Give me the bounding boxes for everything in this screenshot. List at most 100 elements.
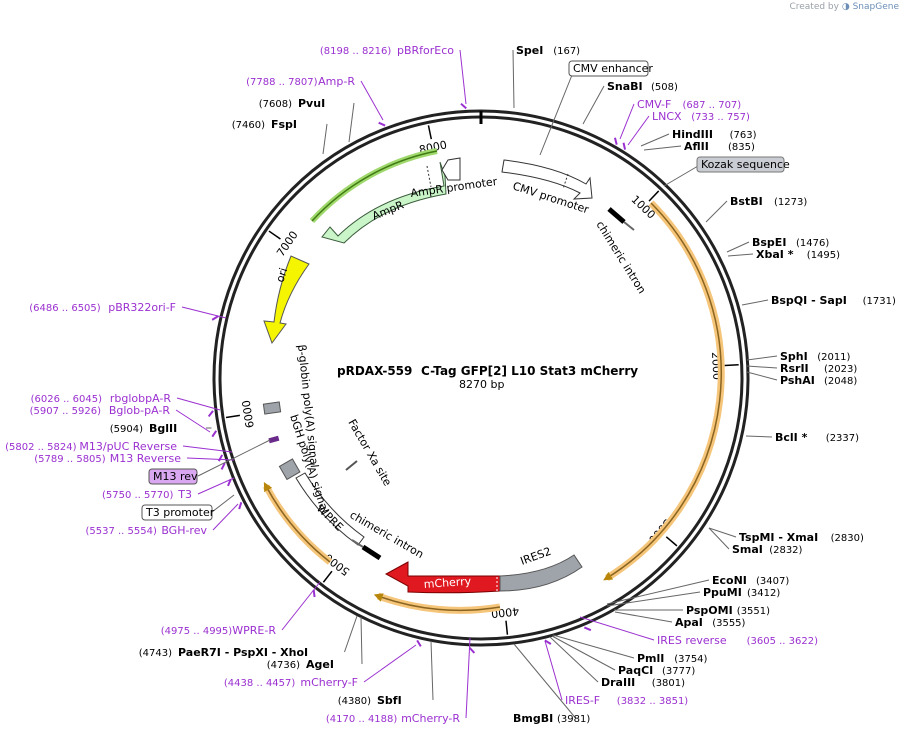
enzyme-leader [745, 435, 773, 438]
enzyme-leader [708, 527, 730, 550]
enzyme-position: (1495) [807, 250, 840, 261]
enzyme-leader [746, 365, 778, 369]
enzyme-leader [741, 299, 769, 306]
enzyme-leader [360, 616, 363, 665]
enzyme-name: BmgBI [513, 712, 553, 725]
primer-range: (3832 .. 3851) [617, 696, 689, 707]
primer-range: (5789 .. 5805) [34, 454, 106, 465]
chimeric-intron-top-label: chimeric intron [593, 219, 648, 296]
enzyme-name: PmlI [637, 652, 664, 665]
enzyme-position: (3777) [662, 666, 695, 677]
wpre-feature [295, 472, 365, 546]
enzyme-position: (3412) [747, 588, 780, 599]
enzyme-name: BspQI - SapI [771, 294, 847, 307]
primer-leader [197, 477, 235, 495]
primer-name: IRES-F [565, 694, 600, 707]
primer-range: (5802 .. 5824) [5, 442, 77, 453]
enzyme-leader [348, 102, 355, 143]
mcherry-feature [384, 561, 501, 594]
tick-mark [268, 230, 281, 240]
ampr-promoter-feature [441, 157, 461, 181]
enzyme-name: EcoNI [712, 574, 747, 587]
ampr-dash [426, 165, 432, 188]
enzyme-position: (508) [651, 82, 678, 93]
enzyme-name: RsrII [780, 362, 809, 375]
primer-name: Bglob-pA-R [109, 404, 171, 417]
primer-leader [281, 581, 321, 631]
enzyme-position: (3801) [652, 678, 685, 689]
enzyme-name: SnaBI [607, 80, 643, 93]
primer-marker [207, 410, 214, 418]
primer-name: pBRforEco [397, 44, 454, 57]
primer-leader [181, 306, 227, 319]
primer-marker [613, 137, 618, 145]
enzyme-position: (3754) [674, 654, 707, 665]
tick-mark [505, 620, 509, 635]
enzyme-position: (3981) [557, 714, 590, 725]
tick-label: 7000 [274, 229, 301, 259]
enzyme-name: PaqCI [618, 664, 653, 677]
enzyme-name: BspEI [752, 236, 786, 249]
t3-promoter-label: T3 promoter [145, 506, 215, 519]
enzyme-position: (167) [553, 46, 580, 57]
primer-range: (6486 .. 6505) [29, 303, 101, 314]
enzyme-leader [705, 200, 728, 223]
cmv-enhancer-label: CMV enhancer [573, 62, 653, 75]
primer-leader [182, 445, 233, 453]
plasmid-title: C-Tag GFP[2] L10 Stat3 mCherry [421, 364, 638, 378]
m13rev-label: M13 rev [153, 470, 198, 483]
primer-name: rbglobpA-R [110, 392, 171, 405]
ori-feature [263, 255, 310, 345]
orf-band-left-line [263, 482, 331, 563]
enzyme-name: PvuI [298, 97, 325, 110]
chimeric-intron-bottom-thin [351, 539, 364, 548]
enzyme-position: (5904) [110, 424, 143, 435]
enzyme-position: (2832) [769, 545, 802, 556]
primer-name: IRES reverse [657, 634, 727, 647]
tick-mark [427, 125, 433, 140]
enzyme-leader [606, 579, 710, 605]
primer-range: (4975 .. 4995) [161, 626, 233, 637]
primer-name: M13/pUC Reverse [79, 440, 177, 453]
m13rev-tag [268, 435, 280, 444]
tick-label: 6000 [240, 399, 257, 429]
primer-marker [211, 315, 219, 321]
enzyme-position: (4380) [338, 696, 371, 707]
primer-range: (4170 .. 4188) [326, 714, 398, 725]
primer-name: LNCX [652, 110, 682, 123]
primer-leader [212, 503, 239, 531]
kozak-box: Kozak sequence [663, 156, 790, 187]
enzyme-leader [322, 123, 328, 155]
plasmid-name: pRDAX-559 [337, 364, 412, 378]
orf-band-bottom-line [373, 593, 501, 612]
enzyme-position: (2048) [824, 376, 857, 387]
enzyme-leader [512, 49, 515, 109]
primer-marker [217, 454, 224, 462]
cmv-enhancer-box: CMV enhancer [539, 60, 653, 156]
primer-leader [363, 644, 417, 683]
enzyme-name: SmaI [732, 543, 763, 556]
primer-leader [175, 409, 211, 433]
primer-marker [622, 142, 627, 150]
leader-layer [175, 49, 778, 719]
cmv-promoter-feature [501, 159, 593, 200]
enzyme-name: SbfI [377, 694, 402, 707]
ampr-feature [321, 161, 447, 244]
enzyme-name: BclI * [775, 431, 808, 444]
enzyme-name: BstBI [730, 195, 763, 208]
primer-range: (687 .. 707) [683, 100, 742, 111]
enzyme-leader [549, 636, 599, 683]
enzyme-name: PaeR7I - PspXI - XhoI [178, 646, 308, 659]
bgh-polya-feature [278, 458, 301, 481]
enzyme-position: (3407) [756, 576, 789, 587]
primer-name: CMV-F [637, 98, 671, 111]
enzyme-name: HindIII [672, 128, 713, 141]
enzyme-name: TspMI - XmaI [739, 531, 818, 544]
enzyme-leader [552, 634, 635, 659]
snapgene-logo-icon: ◑ [841, 2, 850, 12]
orf-band-bottom [376, 592, 501, 614]
primer-marker [583, 626, 592, 632]
chimeric-intron-bottom-feature [361, 544, 382, 561]
enzyme-position: (2830) [831, 533, 864, 544]
